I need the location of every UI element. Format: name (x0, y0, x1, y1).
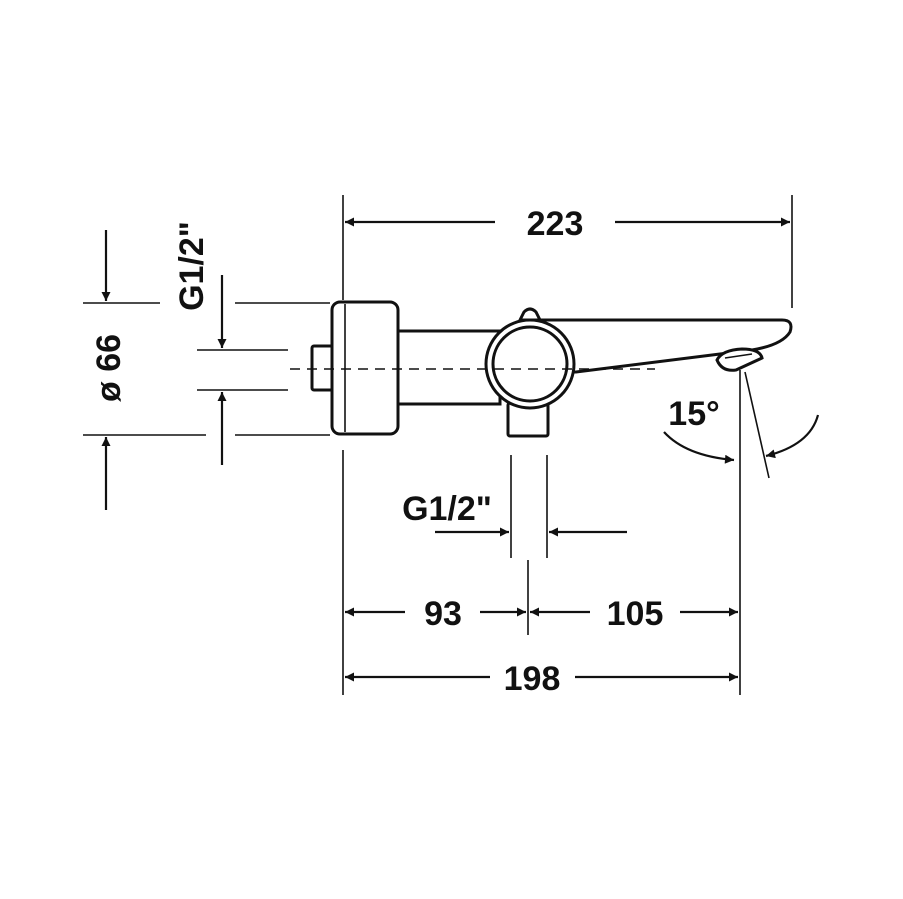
main-body (396, 329, 502, 406)
dim-spout-angle: 15° (663, 371, 820, 479)
rosette (330, 300, 400, 436)
dim-223-label: 223 (527, 205, 584, 243)
lever-knob (517, 307, 543, 322)
dim-overall-length: 223 (342, 195, 793, 308)
dim-thread-side: G1/2" (173, 221, 288, 465)
angle-label: 15° (668, 395, 719, 433)
thread-bottom-label: G1/2" (402, 490, 492, 528)
control-knob-inner (491, 325, 569, 403)
faucet-outline (290, 300, 793, 438)
spout (537, 318, 793, 374)
dim-horizontal-lower: 93 105 198 (342, 370, 741, 698)
dim-thread-bottom: G1/2" (402, 455, 627, 558)
dim-diameter: ø 66 (83, 230, 330, 510)
dim-93-label: 93 (424, 595, 462, 633)
dim-105-label: 105 (607, 595, 664, 633)
thread-side-label: G1/2" (173, 221, 211, 311)
diameter-label: ø 66 (90, 334, 128, 402)
dim-198-label: 198 (504, 660, 561, 698)
aerator (715, 347, 764, 372)
